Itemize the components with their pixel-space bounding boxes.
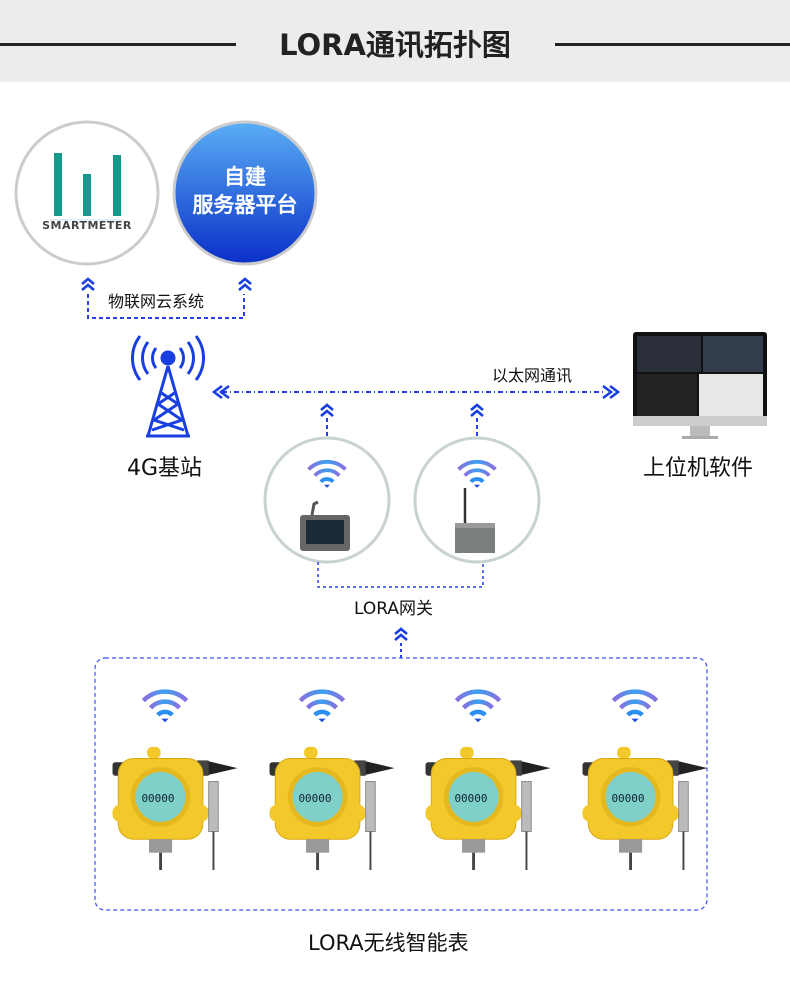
meter-device-icon bbox=[424, 745, 552, 870]
cloud-link-label: 物联网云系统 bbox=[108, 292, 205, 311]
server-line2: 服务器平台 bbox=[192, 193, 298, 217]
pc-monitor-icon bbox=[633, 332, 767, 439]
wifi-icon bbox=[143, 692, 186, 723]
chevron-up-icon bbox=[393, 627, 409, 642]
lora-meter: 00000 bbox=[581, 692, 709, 870]
server-platform-label: 自建 服务器平台 bbox=[173, 163, 317, 219]
meter-lcd-reading: 00000 bbox=[141, 792, 174, 805]
header-divider-right bbox=[555, 43, 790, 46]
wifi-icon bbox=[300, 692, 343, 723]
gateway-router bbox=[413, 436, 541, 564]
header-band bbox=[0, 0, 790, 82]
logo-text: SMARTMETER bbox=[42, 219, 132, 232]
page-title: LORA通讯拓扑图 bbox=[279, 28, 511, 62]
smartmeter-logo bbox=[14, 120, 160, 266]
lora-meter: 00000 bbox=[424, 692, 552, 870]
meters-list: 00000 00000 00000 00000 bbox=[111, 692, 709, 870]
meter-lcd-reading: 00000 bbox=[611, 792, 644, 805]
4g-tower-icon bbox=[130, 335, 206, 438]
meter-device-icon bbox=[581, 745, 709, 870]
wifi-icon bbox=[456, 692, 499, 723]
meter-device-icon bbox=[111, 745, 239, 870]
lora-meter: 00000 bbox=[268, 692, 396, 870]
lora-meter: 00000 bbox=[111, 692, 239, 870]
meter-lcd-reading: 00000 bbox=[454, 792, 487, 805]
server-line1: 自建 bbox=[224, 165, 266, 189]
gateway-touchscreen bbox=[263, 436, 391, 564]
gateway-bracket bbox=[317, 562, 484, 588]
ethernet-label: 以太网通讯 bbox=[492, 366, 573, 385]
pc-software-label: 上位机软件 bbox=[643, 456, 754, 481]
base-station-label: 4G基站 bbox=[127, 456, 203, 481]
cloud-link bbox=[80, 277, 253, 319]
wifi-icon bbox=[613, 692, 656, 723]
ethernet-link bbox=[211, 384, 621, 438]
header-divider-left bbox=[0, 43, 236, 46]
meter-lcd-reading: 00000 bbox=[298, 792, 331, 805]
meters-group-frame bbox=[94, 657, 708, 911]
meter-device-icon bbox=[268, 745, 396, 870]
server-platform-circle bbox=[172, 120, 318, 266]
gateway-label: LORA网关 bbox=[354, 599, 433, 619]
meters-label: LORA无线智能表 bbox=[308, 931, 469, 955]
